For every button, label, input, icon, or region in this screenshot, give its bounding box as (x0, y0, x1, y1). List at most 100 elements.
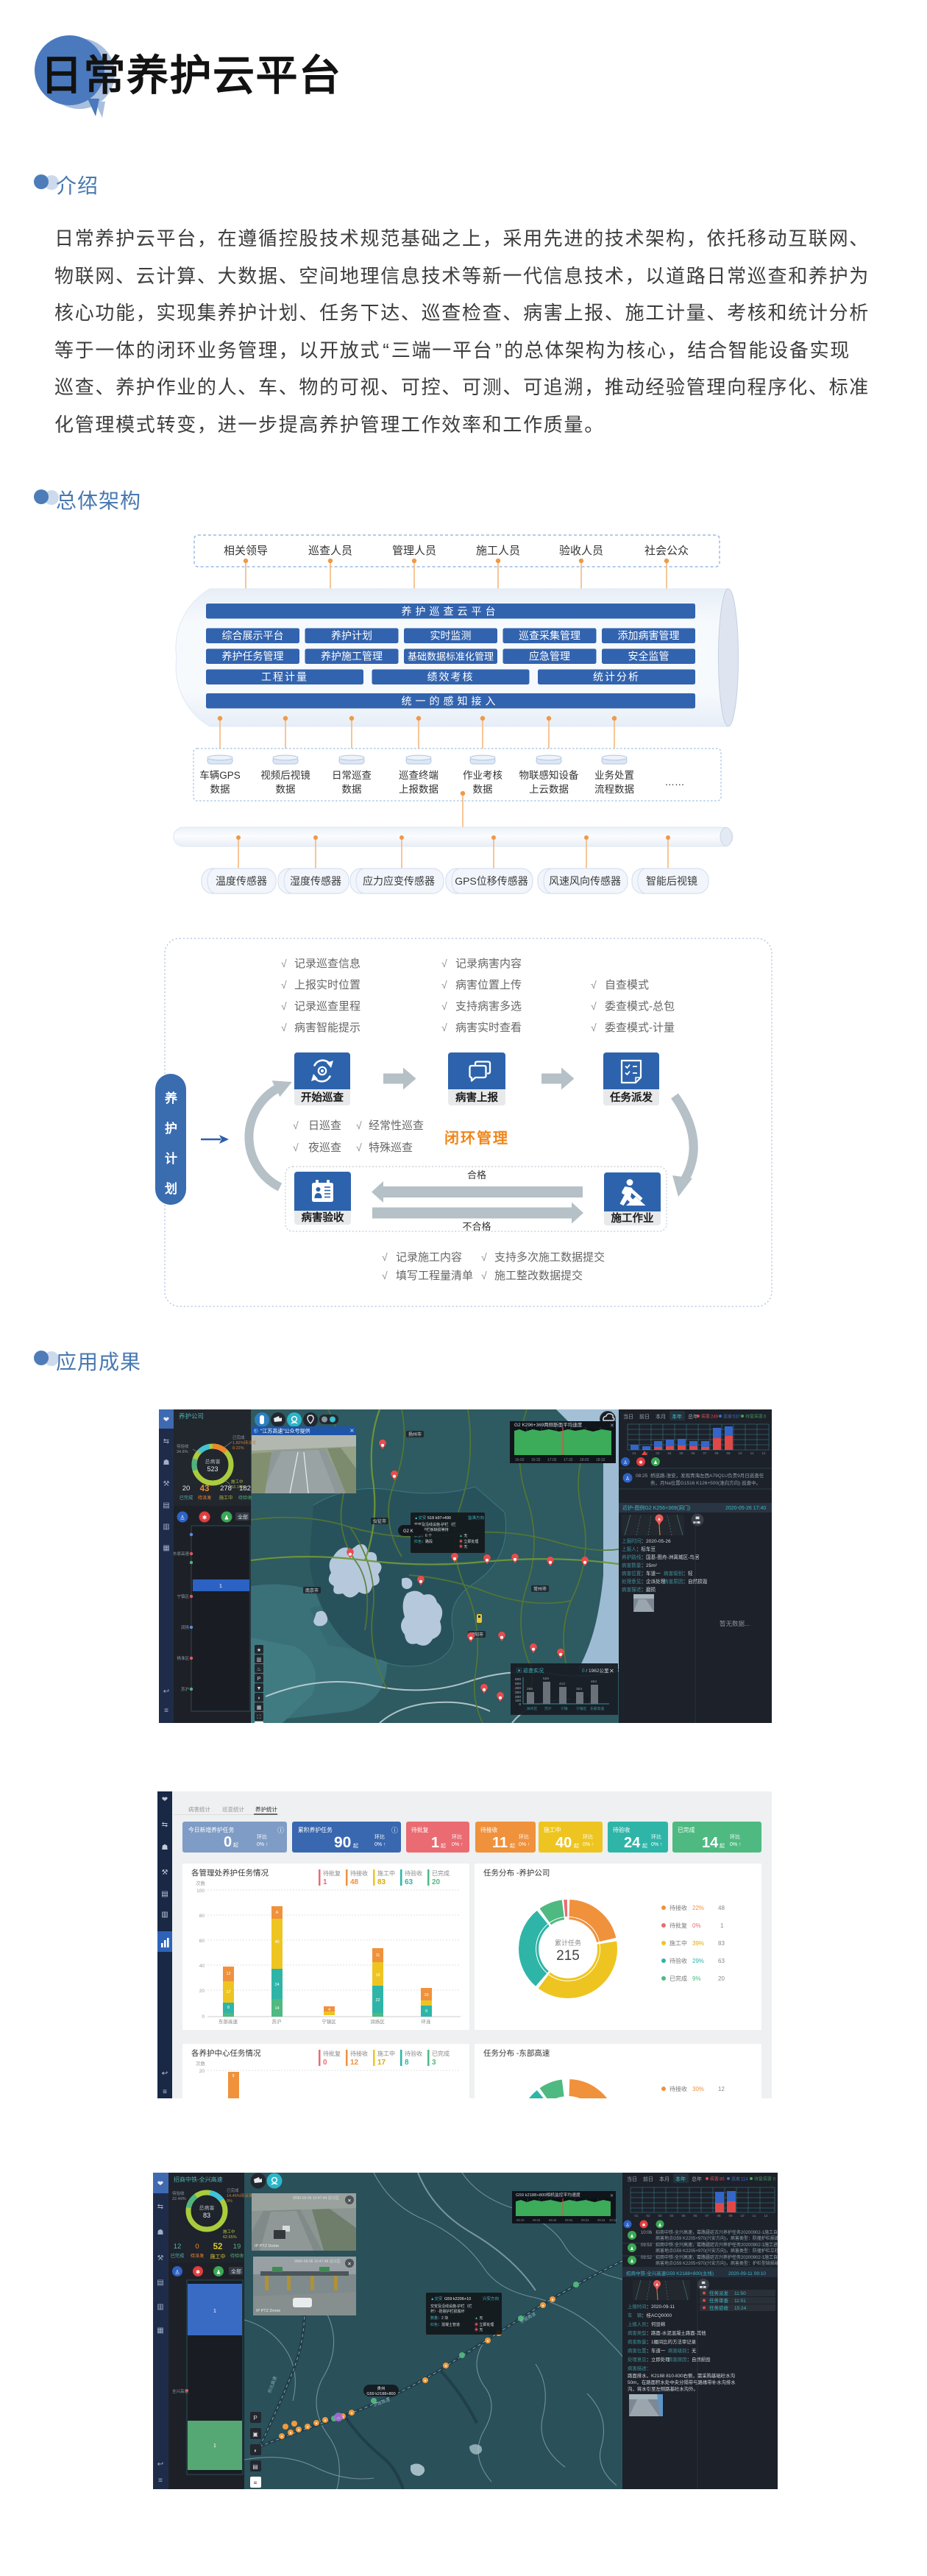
svg-text:8: 8 (405, 2059, 409, 2067)
svg-text:数量：6 个: 数量：6 个 (414, 1533, 432, 1538)
svg-text:病害位置上传: 病害位置上传 (455, 979, 522, 991)
svg-text:全部: 全部 (238, 1514, 248, 1521)
svg-text:√: √ (281, 1022, 287, 1033)
svg-text:40: 40 (274, 1940, 279, 1945)
svg-text:支持病害多选: 支持病害多选 (455, 1000, 522, 1013)
svg-text:83: 83 (718, 1940, 725, 1947)
svg-text:⛶: ⛶ (258, 1714, 261, 1720)
svg-text:▲交安: ▲交安 (430, 2296, 443, 2301)
svg-text:数量：2 块: 数量：2 块 (430, 2315, 448, 2321)
svg-text:▲: ▲ (655, 2283, 658, 2287)
svg-text:♙: ♙ (180, 1515, 185, 1521)
svg-text:综合展示平台: 综合展示平台 (222, 630, 284, 642)
svg-text:0% ↑: 0% ↑ (374, 1842, 386, 1847)
svg-text:10: 10 (740, 2214, 745, 2218)
svg-text:处理意见：立即处理: 处理意见：立即处理 (628, 2356, 670, 2363)
svg-text:11: 11 (376, 1953, 380, 1958)
svg-text:✕: ✕ (349, 1428, 355, 1434)
svg-text:东部高速: 东部高速 (590, 1706, 604, 1711)
svg-text:523: 523 (207, 1465, 218, 1473)
svg-text:车 辆：桂ACQ0000: 车 辆：桂ACQ0000 (628, 2312, 672, 2318)
svg-text:249: 249 (711, 1415, 719, 1420)
svg-text:≡: ≡ (164, 1707, 168, 1715)
svg-text:病害上报: 病害上报 (455, 1091, 498, 1104)
svg-text:闭环管理: 闭环管理 (444, 1129, 509, 1147)
svg-text:19: 19 (233, 2243, 241, 2251)
svg-text:600: 600 (515, 1677, 521, 1682)
svg-text:√: √ (382, 1270, 388, 1281)
svg-text:√: √ (481, 1270, 487, 1281)
svg-text:▲ 无: ▲ 无 (475, 2316, 483, 2321)
svg-text:物联感知设备: 物联感知设备 (519, 769, 579, 781)
svg-text:▦: ▦ (163, 1544, 169, 1552)
svg-text:已完成: 已完成 (171, 2253, 185, 2259)
svg-text:……: …… (665, 776, 685, 788)
svg-text:日巡查: 日巡查 (308, 1119, 341, 1132)
svg-text:东部高速: 东部高速 (219, 2018, 238, 2025)
svg-text:100: 100 (515, 1699, 521, 1703)
svg-text:巡查人员: 巡查人员 (308, 545, 352, 557)
svg-text:养护路线：国基-图舟-洲离城区-鸟居: 养护路线：国基-图舟-洲离城区-鸟居 (622, 1554, 700, 1560)
svg-text:环比: 环比 (651, 1833, 661, 1840)
svg-text:≡: ≡ (254, 2480, 258, 2486)
svg-text:53.16%: 53.16% (231, 1485, 245, 1490)
svg-text:83: 83 (203, 2212, 210, 2219)
svg-text:当日: 当日 (623, 1413, 633, 1420)
svg-text:招商中铁-全兴高速，葛路疆廷古兴养护任务20200902-1: 招商中铁-全兴高速，葛路疆廷古兴养护任务20200902-1施工进场， (656, 2242, 778, 2248)
svg-text:07: 07 (705, 2214, 709, 2218)
svg-text:GPS位移传感器: GPS位移传感器 (455, 875, 528, 887)
svg-text:绩效考核: 绩效考核 (427, 671, 475, 683)
svg-text:☗: ☗ (162, 1844, 168, 1852)
svg-text:安全监管: 安全监管 (628, 651, 670, 662)
svg-text:任务分布 -养护公司: 任务分布 -养护公司 (483, 1868, 550, 1878)
svg-text:全兴高速: 全兴高速 (172, 2388, 189, 2394)
svg-text:√: √ (356, 1119, 362, 1131)
svg-text:0% ↑: 0% ↑ (452, 1842, 464, 1847)
svg-text:0%: 0% (692, 1922, 701, 1929)
svg-text:待接收: 待接收 (670, 1904, 687, 1911)
svg-text:√: √ (293, 1142, 299, 1153)
svg-text:徐州区: 徐州区 (527, 1706, 538, 1711)
svg-text:0% ↑: 0% ↑ (257, 1842, 269, 1847)
svg-text:9%: 9% (692, 1975, 701, 1982)
svg-text:各管理处养护任务情况: 各管理处养护任务情况 (191, 1868, 269, 1878)
svg-text:委查模式-计量: 委查模式-计量 (605, 1022, 675, 1034)
svg-text:已完成: 已完成 (670, 1975, 687, 1982)
svg-text:病害验收: 病害验收 (302, 1211, 344, 1224)
svg-text:22: 22 (375, 1998, 380, 2003)
svg-text:统计分析: 统计分析 (593, 671, 640, 683)
svg-text:已完成: 已完成 (227, 2187, 239, 2193)
svg-text:巡查: 巡查 (731, 2176, 740, 2182)
svg-text:◉ 无: ◉ 无 (459, 1545, 467, 1549)
svg-text:√: √ (591, 1022, 597, 1033)
svg-text:苏沪: 苏沪 (272, 2018, 282, 2025)
svg-text:已完成: 已完成 (678, 1826, 695, 1833)
svg-text:▣ 巡查实况: ▣ 巡查实况 (516, 1667, 544, 1674)
svg-text:宁镇区: 宁镇区 (576, 1706, 587, 1711)
svg-text:前日: 前日 (643, 2176, 653, 2182)
svg-text:上云数据: 上云数据 (529, 784, 569, 795)
svg-text:412: 412 (559, 1682, 565, 1686)
svg-text:12: 12 (226, 1972, 230, 1976)
svg-text:♟: ♟ (630, 2234, 633, 2239)
svg-text:招商中铁-全兴高速，葛路疆廷古兴养护任务20200902-1: 招商中铁-全兴高速，葛路疆廷古兴养护任务20200902-1施工自检， (656, 2229, 778, 2235)
svg-text:施工中: 施工中 (210, 2253, 226, 2260)
svg-text:巡查: 巡查 (723, 1414, 732, 1420)
svg-text:G59 k2188+800相机监控平均速度: G59 k2188+800相机监控平均速度 (516, 2192, 580, 2198)
svg-text:★: ★ (257, 1647, 261, 1653)
svg-text:验收人员: 验收人员 (559, 545, 603, 557)
svg-text:溧阳市: 溧阳市 (470, 1632, 483, 1638)
svg-text:√: √ (441, 1022, 447, 1033)
svg-text:任务分布 -东部高速: 任务分布 -东部高速 (483, 2048, 550, 2058)
svg-text:起: 起 (720, 1843, 725, 1849)
svg-text:14.46%待派发: 14.46%待派发 (227, 2193, 253, 2198)
svg-text:●: ● (306, 2425, 308, 2430)
svg-text:●: ● (324, 2418, 326, 2423)
svg-text:17: 17 (226, 1990, 230, 1995)
svg-text:0: 0 (224, 1834, 232, 1850)
svg-text:114: 114 (741, 2178, 748, 2182)
svg-text:P: P (258, 1677, 261, 1682)
svg-text:●: ● (350, 2411, 352, 2416)
svg-text:数据: 数据 (210, 784, 230, 795)
svg-text:待验收: 待验收 (177, 1443, 189, 1449)
